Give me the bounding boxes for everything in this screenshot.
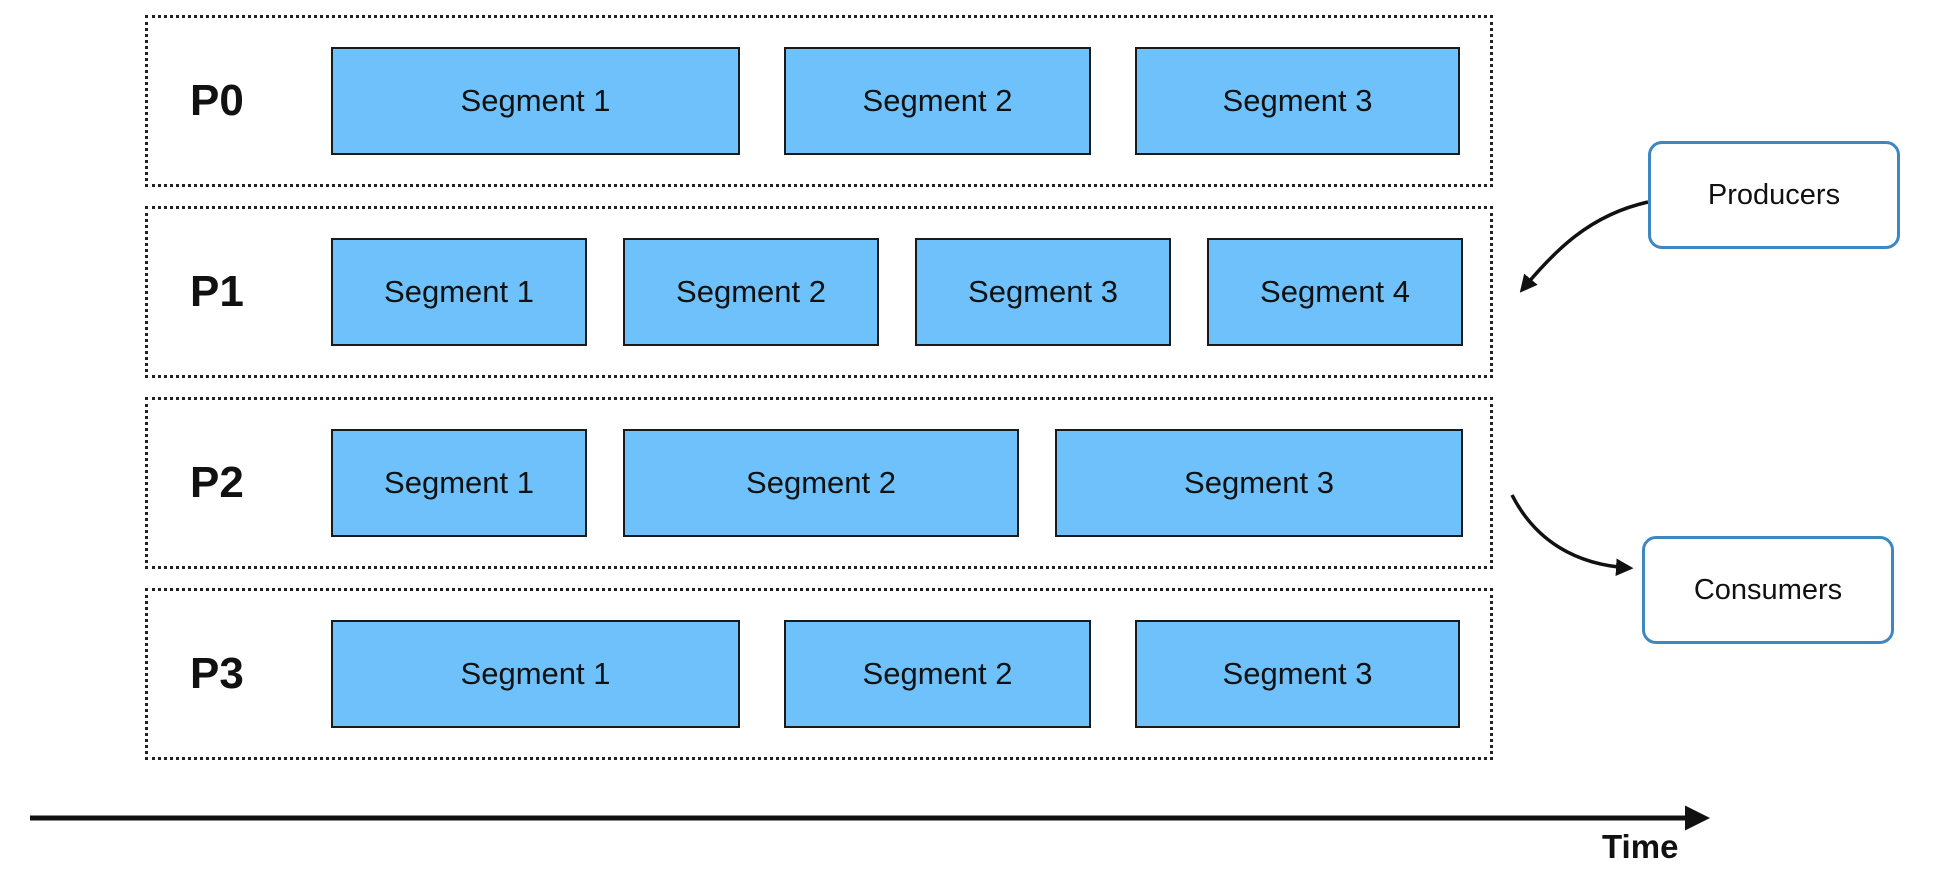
segment: Segment 2 xyxy=(784,47,1091,155)
partition-label: P3 xyxy=(190,649,244,698)
partition-p0: P0 Segment 1 Segment 2 Segment 3 xyxy=(145,15,1493,187)
time-axis-label: Time xyxy=(1602,828,1679,865)
segment: Segment 3 xyxy=(1135,620,1460,728)
segment: Segment 1 xyxy=(331,238,587,346)
partition-label: P1 xyxy=(190,267,244,316)
consumers-box: Consumers xyxy=(1642,536,1894,644)
segment: Segment 1 xyxy=(331,620,740,728)
producers-box: Producers xyxy=(1648,141,1900,249)
segment: Segment 2 xyxy=(623,238,879,346)
partition-p1: P1 Segment 1 Segment 2 Segment 3 Segment… xyxy=(145,206,1493,378)
segment: Segment 1 xyxy=(331,47,740,155)
segment: Segment 3 xyxy=(1055,429,1463,537)
partition-label: P0 xyxy=(190,76,244,125)
producers-arrow xyxy=(1519,200,1649,293)
segment: Segment 2 xyxy=(784,620,1091,728)
partition-p3: P3 Segment 1 Segment 2 Segment 3 xyxy=(145,588,1493,760)
partition-p2: P2 Segment 1 Segment 2 Segment 3 xyxy=(145,397,1493,569)
segment: Segment 2 xyxy=(623,429,1019,537)
segment: Segment 3 xyxy=(1135,47,1460,155)
segment: Segment 4 xyxy=(1207,238,1463,346)
segment: Segment 3 xyxy=(915,238,1171,346)
segment: Segment 1 xyxy=(331,429,587,537)
partition-label: P2 xyxy=(190,458,244,507)
consumers-arrow xyxy=(1510,494,1634,576)
